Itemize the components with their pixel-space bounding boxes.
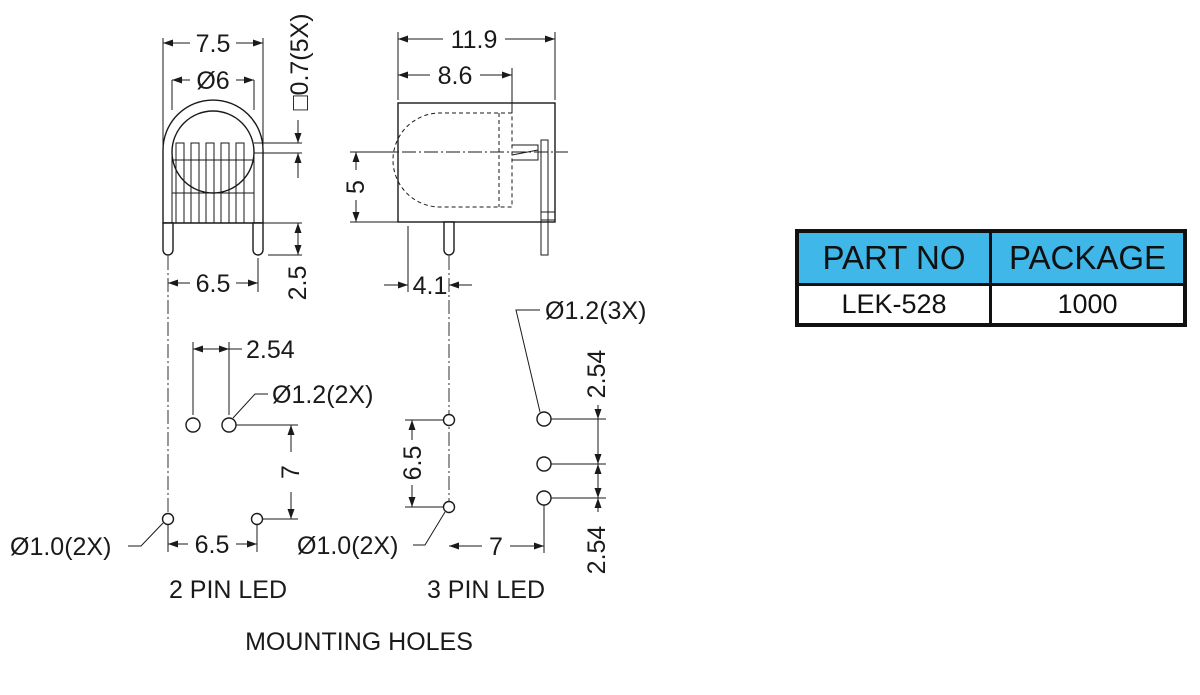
front-view bbox=[162, 99, 264, 515]
three-pin-mounting-holes: 6.5 Ø1.0(2X) 7 Ø1.2(3X) 2.54 2.54 3 PIN … bbox=[297, 297, 646, 604]
dim-pin-offset: 4.1 bbox=[413, 272, 448, 300]
caption-two-pin: 2 PIN LED bbox=[169, 576, 287, 604]
dim-pin-square: □0.7(5X) bbox=[286, 13, 314, 110]
dim-two-pin-row-gap: 7 bbox=[277, 465, 305, 479]
dim-body-height: 5 bbox=[342, 180, 370, 194]
table-cell-package: 1000 bbox=[992, 286, 1183, 323]
dim-two-pin-mount-spacing: 6.5 bbox=[195, 531, 230, 559]
side-view bbox=[380, 102, 568, 510]
table-header-package: PACKAGE bbox=[992, 233, 1183, 286]
front-view-dimensions: 7.5 Ø6 □0.7(5X) 2.5 6.5 bbox=[162, 13, 314, 301]
dim-pin-length: 2.5 bbox=[284, 266, 312, 301]
dim-lens-diameter: Ø6 bbox=[196, 67, 229, 95]
dim-three-pin-mount-hole: Ø1.0(2X) bbox=[297, 532, 398, 560]
two-pin-mounting-holes: 2.54 Ø1.2(2X) 7 6.5 Ø1.0(2X) 2 PIN LED bbox=[10, 336, 373, 604]
dim-lens-length: 8.6 bbox=[438, 62, 473, 90]
front-pin-stubs bbox=[172, 142, 254, 224]
table-cell-part-no: LEK-528 bbox=[799, 286, 992, 323]
table-header-part-no: PART NO bbox=[799, 233, 992, 286]
dim-three-pin-hole: Ø1.2(3X) bbox=[545, 297, 646, 325]
dim-two-pin-pitch: 2.54 bbox=[246, 336, 295, 364]
dim-front-width: 7.5 bbox=[196, 30, 231, 58]
side-view-dimensions: 11.9 8.6 5 4.1 bbox=[342, 26, 556, 300]
dim-three-pin-pitch-bottom: 2.54 bbox=[583, 526, 611, 575]
part-table: PART NO PACKAGE LEK-528 1000 bbox=[795, 229, 1187, 327]
caption-mounting-holes: MOUNTING HOLES bbox=[245, 628, 473, 656]
dim-three-pin-pitch-top: 2.54 bbox=[583, 350, 611, 399]
dim-two-pin-mount-hole: Ø1.0(2X) bbox=[10, 533, 111, 561]
dim-three-pin-offset: 7 bbox=[489, 533, 503, 561]
dim-pin-spacing: 6.5 bbox=[196, 270, 231, 298]
dim-three-pin-mount-gap: 6.5 bbox=[399, 446, 427, 481]
caption-three-pin: 3 PIN LED bbox=[427, 576, 545, 604]
dim-body-length: 11.9 bbox=[451, 26, 498, 54]
dim-two-pin-hole: Ø1.2(2X) bbox=[272, 381, 373, 409]
